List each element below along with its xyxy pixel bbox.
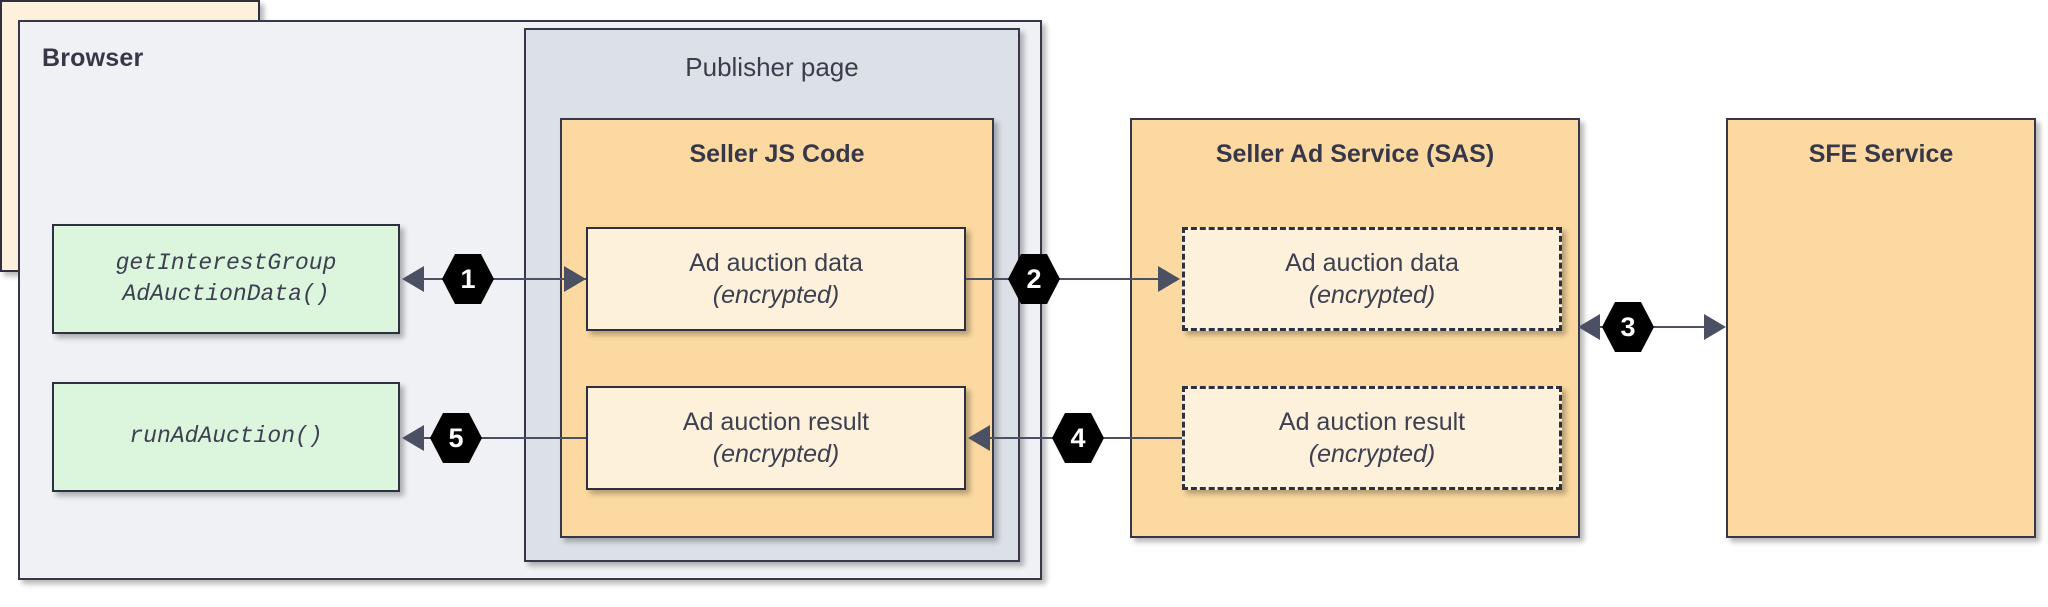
step-badge-1-number: 1: [460, 263, 476, 294]
api-label-line2: AdAuctionData(): [122, 281, 330, 307]
step-badge-3: 3: [1602, 302, 1654, 352]
step-badge-3-number: 3: [1620, 311, 1636, 342]
api-label-line1: getInterestGroup: [115, 249, 337, 276]
step-badge-5-number: 5: [448, 422, 464, 453]
arrow-head-1-right: [564, 266, 586, 292]
data-box-title: Ad auction data: [1285, 249, 1459, 277]
data-box-subtitle: (encrypted): [1308, 440, 1436, 468]
arrow-head-3-right: [1704, 314, 1726, 340]
data-box-title: Ad auction data: [689, 249, 863, 277]
connector-line-2: [966, 278, 1160, 280]
arrow-head-2: [1158, 266, 1180, 292]
publisher-page-label: Publisher page: [685, 52, 859, 82]
data-box-subtitle: (encrypted): [1308, 281, 1436, 309]
data-box-title: Ad auction result: [682, 408, 870, 436]
api-box-get-interest-group-ad-auction-data: getInterestGroup AdAuctionData(): [52, 224, 400, 334]
seller-js-code-title: Seller JS Code: [689, 140, 865, 168]
connector-line-1: [424, 278, 586, 280]
data-box-js-ad-auction-result: Ad auction result (encrypted): [586, 386, 966, 490]
sfe-service-title: SFE Service: [1808, 140, 1954, 168]
browser-label: Browser: [42, 44, 144, 72]
data-box-sas-ad-auction-data: Ad auction data (encrypted): [1182, 227, 1562, 331]
arrow-head-1-left: [402, 266, 424, 292]
arrow-head-5: [402, 425, 424, 451]
data-box-js-ad-auction-data: Ad auction data (encrypted): [586, 227, 966, 331]
step-badge-4: 4: [1052, 413, 1104, 463]
arrow-head-3-left: [1578, 314, 1600, 340]
api-label-run-ad-auction: runAdAuction(): [129, 423, 323, 450]
data-box-subtitle: (encrypted): [712, 440, 840, 468]
data-box-sas-ad-auction-result: Ad auction result (encrypted): [1182, 386, 1562, 490]
api-box-run-ad-auction: runAdAuction(): [52, 382, 400, 492]
arrow-head-4: [968, 425, 990, 451]
data-box-subtitle: (encrypted): [712, 281, 840, 309]
sfe-service-container: SFE Service: [1726, 118, 2036, 538]
seller-ad-service-title: Seller Ad Service (SAS): [1215, 140, 1495, 168]
step-badge-4-number: 4: [1070, 422, 1086, 453]
step-badge-2-number: 2: [1026, 263, 1042, 294]
data-box-title: Ad auction result: [1278, 408, 1466, 436]
connector-line-5: [424, 437, 586, 439]
